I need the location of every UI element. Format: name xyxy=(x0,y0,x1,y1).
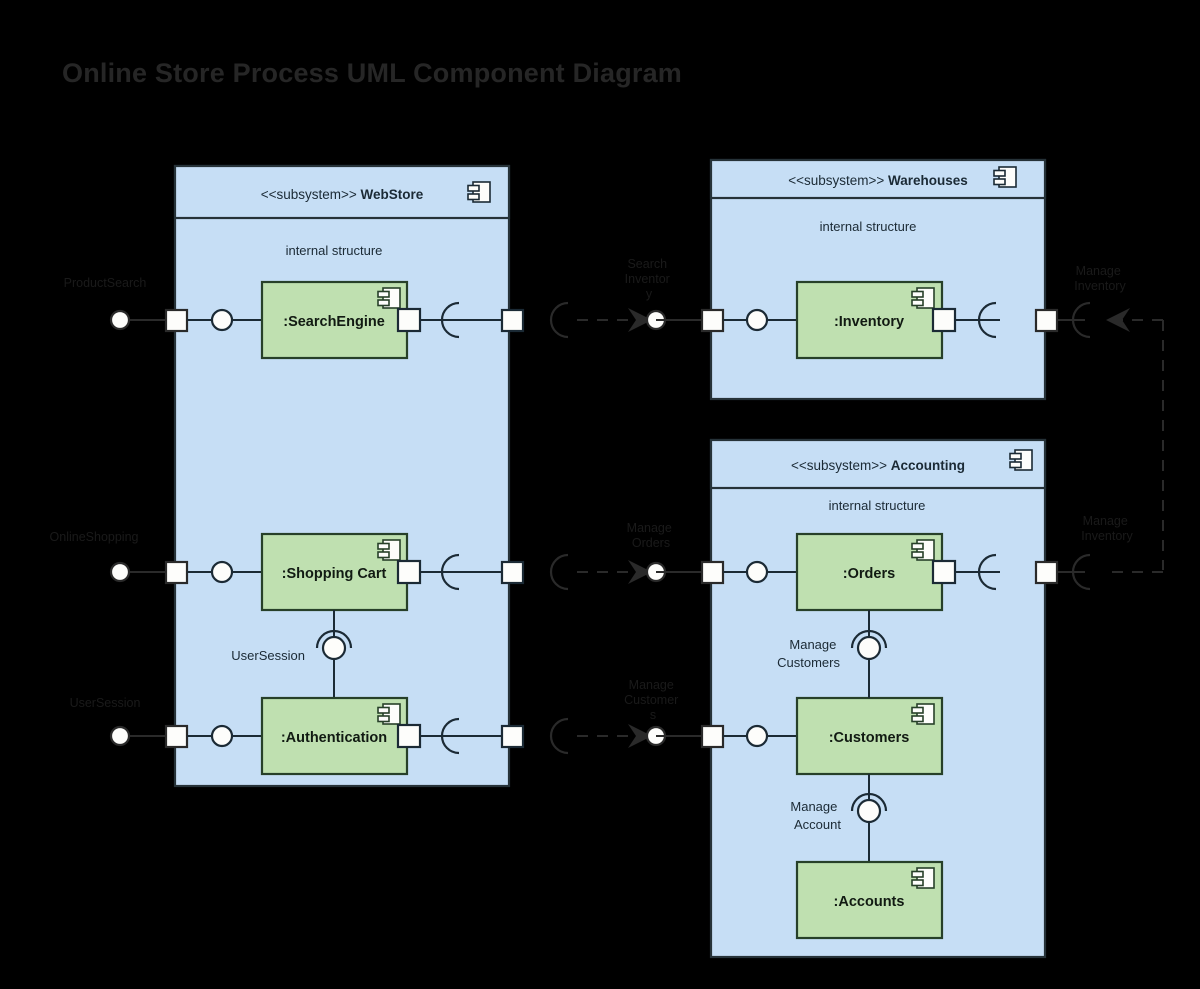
component-authentication-box xyxy=(260,696,409,776)
subsystem-webstore-internal-label: internal structure xyxy=(286,243,383,258)
connector-label-search-inventory: Search Inventor y xyxy=(625,257,674,301)
connector-manage-orders[interactable]: Manage Orders xyxy=(420,521,725,591)
connector-label-usersession: UserSession xyxy=(231,648,305,663)
provided-interface-ball[interactable] xyxy=(856,635,882,661)
component-shopping-cart-label: :Shopping Cart xyxy=(282,566,387,582)
subsystem-webstore-body xyxy=(173,164,511,788)
provided-interface-ball[interactable] xyxy=(745,724,769,748)
component-shopping-cart[interactable]: :Shopping Cart xyxy=(260,532,422,612)
port-square[interactable] xyxy=(396,723,422,749)
provided-interface-ball[interactable] xyxy=(745,308,769,332)
required-interface-socket[interactable] xyxy=(440,301,460,339)
port-square[interactable] xyxy=(500,724,525,749)
port-square[interactable] xyxy=(700,724,725,749)
required-interface-socket[interactable] xyxy=(1071,301,1091,339)
provided-interface-ball[interactable] xyxy=(109,561,131,583)
connector-label-manage-inventory-top: Manage Inventory xyxy=(1074,264,1126,293)
connector-label-manage-account: Manage Account xyxy=(790,799,841,832)
subsystem-warehouses-internal-label: internal structure xyxy=(820,219,917,234)
connector-onlineshopping-shoppingcart xyxy=(187,560,262,584)
subsystem-warehouses[interactable]: <<subsystem>> Warehouses internal struct… xyxy=(709,158,1047,401)
component-authentication-label: :Authentication xyxy=(281,730,387,746)
required-interface-socket[interactable] xyxy=(549,301,569,339)
subsystem-accounting-internal-label: internal structure xyxy=(829,498,926,513)
component-inventory-box xyxy=(795,280,944,360)
component-authentication[interactable]: :Authentication xyxy=(260,696,422,776)
external-interface-usersession[interactable]: UserSession xyxy=(70,696,189,749)
subsystem-accounting-title: <<subsystem>> Accounting xyxy=(791,458,965,473)
port-square[interactable] xyxy=(164,560,189,585)
required-interface-socket[interactable] xyxy=(315,629,353,649)
provided-interface-ball[interactable] xyxy=(109,309,131,331)
subsystem-accounting-header xyxy=(709,438,1047,490)
required-interface-socket[interactable] xyxy=(1071,553,1091,591)
provided-interface-ball[interactable] xyxy=(210,308,234,332)
required-interface-socket[interactable] xyxy=(549,553,569,591)
required-interface-socket[interactable] xyxy=(977,301,997,339)
connector-search-inventory[interactable]: Search Inventor y xyxy=(420,257,725,339)
provided-interface-ball[interactable] xyxy=(321,635,347,661)
page-title: Online Store Process UML Component Diagr… xyxy=(62,58,683,88)
subsystem-webstore-header xyxy=(173,164,511,220)
provided-interface-ball[interactable] xyxy=(210,724,234,748)
required-interface-socket[interactable] xyxy=(440,553,460,591)
connector-productsearch-searchengine xyxy=(187,308,262,332)
external-interface-label: UserSession xyxy=(70,696,141,710)
connector-usersession-assembly[interactable]: UserSession xyxy=(231,610,353,698)
port-square[interactable] xyxy=(500,560,525,585)
provided-interface-ball[interactable] xyxy=(210,560,234,584)
required-interface-socket[interactable] xyxy=(850,792,888,812)
component-customers[interactable]: :Customers xyxy=(723,696,944,776)
port-square[interactable] xyxy=(164,724,189,749)
connector-label-manage-orders: Manage Orders xyxy=(627,521,676,550)
port-square[interactable] xyxy=(164,308,189,333)
port-square[interactable] xyxy=(700,560,725,585)
connector-manage-customers-cross[interactable]: Manage Customer s xyxy=(420,678,725,755)
provided-interface-ball[interactable] xyxy=(109,725,131,747)
component-customers-label: :Customers xyxy=(829,730,910,746)
component-inventory[interactable]: :Inventory xyxy=(723,280,957,360)
component-orders-label: :Orders xyxy=(843,566,895,582)
port-square[interactable] xyxy=(396,559,422,585)
component-accounts[interactable]: :Accounts xyxy=(795,860,944,940)
required-interface-socket[interactable] xyxy=(977,553,997,591)
connector-label-manage-inventory-bottom: Manage Inventory xyxy=(1081,514,1133,543)
connector-manage-customers-assembly[interactable]: Manage Customers xyxy=(777,610,888,698)
connector-label-manage-customers-cross: Manage Customer s xyxy=(624,678,682,722)
subsystem-webstore-title: <<subsystem>> WebStore xyxy=(261,187,424,202)
port-square[interactable] xyxy=(700,308,725,333)
component-searchengine[interactable]: :SearchEngine xyxy=(260,280,422,360)
port-square[interactable] xyxy=(931,307,957,333)
external-interface-label: OnlineShopping xyxy=(50,530,139,544)
connector-manage-account-assembly[interactable]: Manage Account xyxy=(790,774,888,862)
external-interface-productsearch[interactable]: ProductSearch xyxy=(64,276,189,333)
external-interface-label: ProductSearch xyxy=(64,276,147,290)
port-square[interactable] xyxy=(396,307,422,333)
port-square[interactable] xyxy=(500,308,525,333)
component-inventory-label: :Inventory xyxy=(834,314,904,330)
subsystem-warehouses-title: <<subsystem>> Warehouses xyxy=(788,173,968,188)
port-square[interactable] xyxy=(1034,560,1059,585)
port-square[interactable] xyxy=(931,559,957,585)
required-interface-socket[interactable] xyxy=(850,629,888,649)
external-interface-onlineshopping[interactable]: OnlineShopping xyxy=(50,530,189,585)
required-interface-socket[interactable] xyxy=(549,717,569,755)
subsystem-webstore[interactable]: <<subsystem>> WebStore internal structur… xyxy=(173,164,511,788)
connector-manage-inventory-bottom[interactable]: Manage Inventory xyxy=(955,514,1163,591)
component-searchengine-label: :SearchEngine xyxy=(283,314,385,330)
subsystem-warehouses-header xyxy=(709,158,1047,200)
required-interface-socket[interactable] xyxy=(440,717,460,755)
provided-interface-ball[interactable] xyxy=(745,560,769,584)
provided-interface-ball[interactable] xyxy=(856,798,882,824)
component-accounts-label: :Accounts xyxy=(834,894,905,910)
connector-label-manage-customers: Manage Customers xyxy=(777,637,840,670)
port-square[interactable] xyxy=(1034,308,1059,333)
connector-manage-inventory-top[interactable]: Manage Inventory xyxy=(955,264,1164,570)
connector-usersession-authentication xyxy=(187,724,262,748)
